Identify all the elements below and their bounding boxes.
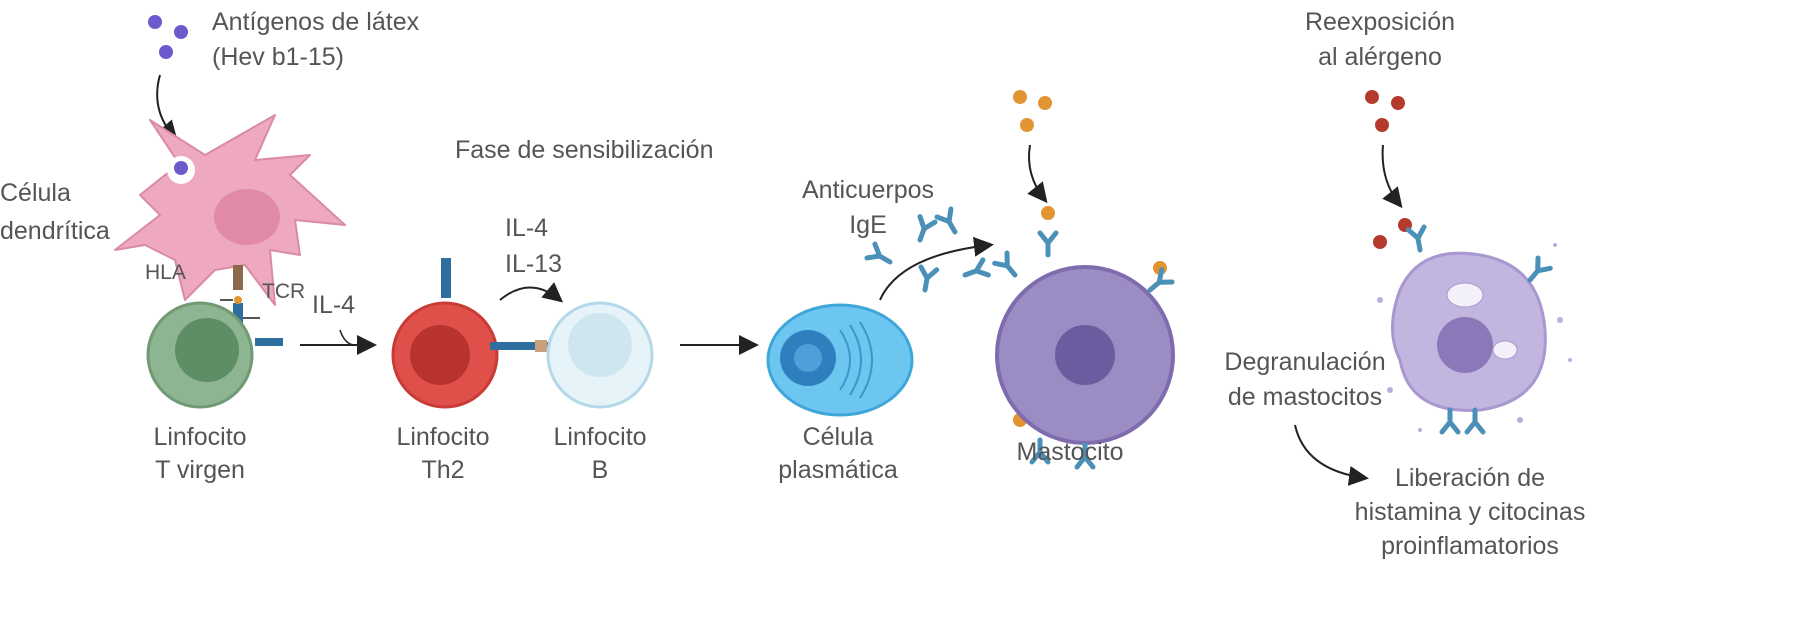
t-cell-label-2: T virgen: [155, 456, 245, 484]
plasma-label: Célula: [802, 423, 874, 451]
th2-label-2: Th2: [421, 456, 465, 484]
il-arrow: [499, 282, 564, 303]
antibodies-label: Anticuerpos: [801, 176, 935, 204]
hla-tcr-complex: [220, 265, 260, 328]
mast-cell: [995, 233, 1175, 467]
il4-label: IL-4: [312, 291, 356, 319]
b-cell-label-2: B: [591, 456, 609, 484]
dendritic-label-2: dendrítica: [0, 217, 110, 245]
hla-label: HLA: [145, 261, 186, 284]
plasma-label-2: plasmática: [778, 456, 898, 484]
release-label-3: proinflamatorios: [1381, 532, 1559, 560]
reexposure-label-2: al alérgeno: [1318, 43, 1442, 71]
degranulating-mast-cell: [1377, 227, 1572, 432]
th2-label: Linfocito: [396, 423, 490, 451]
red-allergen-dots: [1365, 90, 1412, 249]
antigen-label: Antígenos de látex: [212, 8, 420, 36]
degranulation-label: Degranulación: [1224, 348, 1386, 376]
antibodies-label-2: IgE: [849, 211, 887, 239]
dendritic-label: Célula: [0, 179, 71, 207]
b-cell-label: Linfocito: [553, 423, 647, 451]
degranulation-label-2: de mastocitos: [1227, 383, 1383, 411]
il4-label-2: IL-4: [505, 214, 549, 242]
reexposure-label: Reexposición: [1304, 8, 1456, 36]
release-label: Liberación de: [1394, 464, 1546, 492]
release-label-2: histamina y citocinas: [1354, 498, 1586, 526]
th2-cell: [391, 258, 550, 409]
b-cell: [546, 301, 654, 409]
antigen-label-2: (Hev b1-15): [212, 43, 344, 71]
release-arrow: [1294, 424, 1369, 486]
dendritic-cell: [114, 114, 346, 306]
mast-label: Mastocito: [1016, 438, 1124, 466]
naive-t-cell: [146, 301, 283, 409]
antibody-arrow: [879, 236, 994, 301]
phase-title: Fase de sensibilización: [455, 136, 714, 164]
plasma-cell: [766, 303, 914, 417]
il13-label: IL-13: [505, 250, 562, 278]
tcr-label: TCR: [262, 280, 306, 303]
t-cell-label: Linfocito: [153, 423, 247, 451]
